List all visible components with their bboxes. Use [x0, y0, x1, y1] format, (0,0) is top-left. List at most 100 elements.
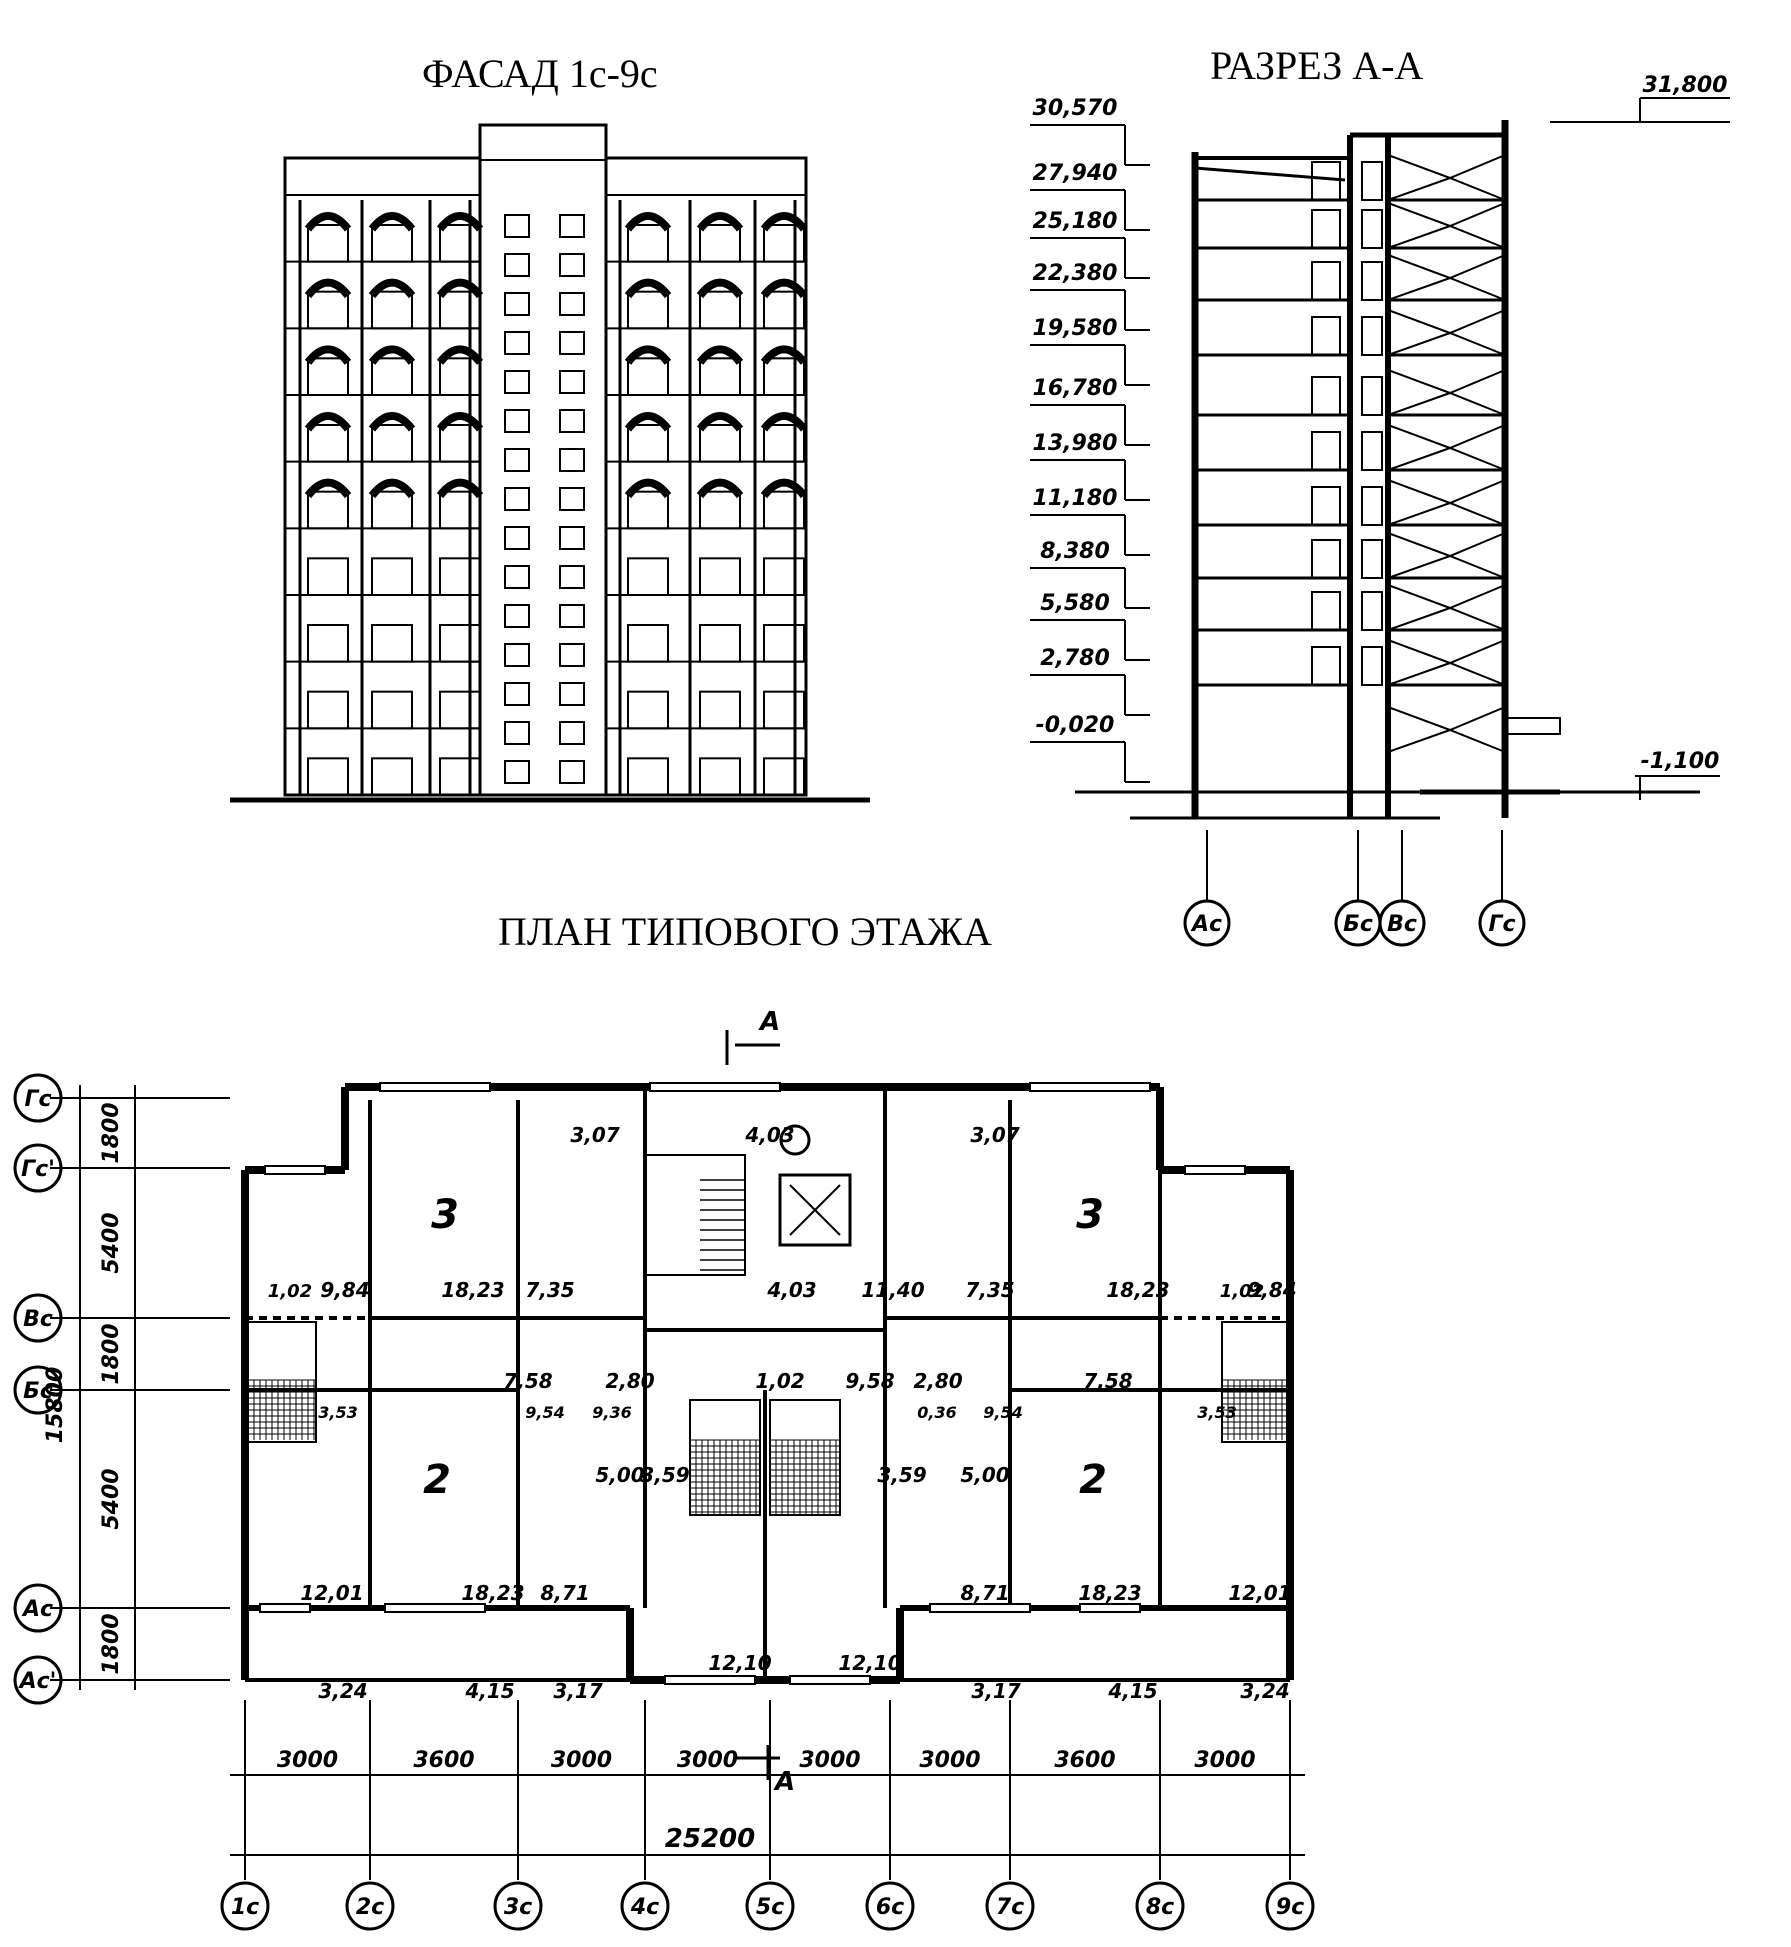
section-axis-3-label: Гс	[1488, 912, 1515, 937]
facade-tower-window	[559, 214, 585, 238]
plan-col-axis-3	[620, 1881, 670, 1931]
plan-area-label: 9,36	[592, 1403, 631, 1422]
plan-total-depth: 15800	[43, 1367, 68, 1444]
facade-arch	[760, 478, 808, 499]
facade-arch	[624, 278, 672, 299]
section-stair-flight	[1387, 424, 1506, 450]
facade-arch	[436, 412, 484, 432]
plan-window	[379, 1082, 491, 1092]
section-door	[1361, 161, 1383, 201]
section-elevation-label: 16,780	[1033, 376, 1118, 401]
facade-arch	[696, 412, 744, 432]
plan-row-dim: 5400	[99, 1212, 124, 1273]
facade-arch	[696, 278, 744, 299]
section-axis-1-label: Бс	[1343, 912, 1373, 937]
facade-window	[371, 224, 413, 263]
facade-window	[763, 757, 805, 796]
section-door	[1361, 376, 1383, 416]
section-stair-flight	[1387, 369, 1506, 395]
section-stair-flight	[1387, 276, 1506, 301]
plan-room-number: 3	[1076, 1192, 1104, 1238]
section-elevation-label: -0,020	[1036, 713, 1115, 738]
plan-area-label: 2,80	[605, 1369, 654, 1393]
facade-window	[307, 424, 349, 463]
facade-tower-window	[504, 331, 530, 355]
plan-col-axis-7	[1135, 1881, 1185, 1931]
plan-row-axis-0-label: Гс	[24, 1087, 51, 1112]
plan-col-axis-0-label: 1с	[231, 1895, 259, 1920]
facade-arch	[304, 345, 352, 365]
plan-row-axis-4-label: Ас	[21, 1597, 53, 1622]
section-door	[1361, 646, 1383, 686]
facade-tower-window	[559, 253, 585, 277]
facade-window	[439, 224, 481, 263]
facade-window	[627, 490, 669, 530]
section-door	[1311, 261, 1341, 301]
facade-arch	[436, 345, 484, 365]
plan-col-dim: 3000	[799, 1748, 860, 1773]
facade-window	[307, 624, 349, 663]
facade-window	[371, 757, 413, 796]
section-door	[1361, 316, 1383, 356]
section-door	[1361, 486, 1383, 526]
section-elevation-label: 27,940	[1033, 161, 1118, 186]
plan-row-axis-3-label: Бс	[23, 1379, 53, 1404]
facade-tower-window	[559, 760, 585, 784]
section-axis-0	[1183, 899, 1231, 947]
plan-area-label: 4,15	[1107, 1679, 1157, 1703]
facade-window	[307, 357, 349, 397]
plan-row-axis-4	[13, 1583, 63, 1633]
plan-row-dim: 1800	[99, 1323, 124, 1384]
facade-window	[371, 490, 413, 530]
section-stair-flight	[1387, 176, 1506, 201]
facade-window	[439, 290, 481, 330]
section-stair-flight	[1387, 606, 1506, 631]
plan-chute	[779, 1124, 811, 1156]
facade-window	[627, 690, 669, 730]
facade-window	[763, 424, 805, 463]
facade-window	[627, 424, 669, 463]
plan-area-label: 18,23	[1106, 1278, 1169, 1302]
section-elevation-label: 25,180	[1033, 209, 1118, 234]
plan-col-axis-1	[345, 1881, 395, 1931]
facade-tower-window	[559, 370, 585, 394]
facade-right-wing	[604, 156, 808, 797]
facade-arch	[624, 412, 672, 432]
facade-window	[627, 557, 669, 596]
facade-arch	[436, 212, 484, 232]
plan-total-length: 25200	[665, 1824, 755, 1854]
facade-tower-window	[504, 292, 530, 316]
facade-tower-window	[504, 487, 530, 511]
facade-title: ФАСАД 1с-9с	[422, 51, 658, 96]
facade-window	[439, 690, 481, 730]
section-door	[1311, 646, 1341, 686]
section-door	[1311, 539, 1341, 579]
plan-window	[664, 1675, 756, 1685]
plan-row-dim: 1800	[99, 1613, 124, 1674]
plan-window	[264, 1165, 326, 1175]
plan-row-axis-3	[13, 1365, 63, 1415]
plan-window	[259, 1603, 311, 1613]
section-stair-flight	[1387, 639, 1506, 665]
plan-area-label: 12,10	[838, 1651, 901, 1675]
facade-window	[699, 690, 741, 730]
facade-window	[371, 424, 413, 463]
facade-arch	[304, 412, 352, 432]
plan-area-label: 1,02	[755, 1369, 804, 1393]
plan-col-dim: 3600	[1054, 1748, 1115, 1773]
plan-window	[649, 1082, 781, 1092]
section-axis-0-label: Ас	[1190, 912, 1222, 937]
plan-section-mark-top: А	[758, 1007, 780, 1037]
plan-col-axis-3-label: 4с	[630, 1895, 659, 1920]
plan-window	[1079, 1603, 1141, 1613]
facade-window	[763, 557, 805, 596]
facade-window	[627, 624, 669, 663]
facade-tower-window	[504, 214, 530, 238]
section-door	[1311, 486, 1341, 526]
plan-area-label: 12,01	[300, 1581, 363, 1605]
section-door	[1361, 539, 1383, 579]
plan-row-axis-2-label: Вс	[23, 1307, 53, 1332]
plan-col-dim: 3000	[277, 1748, 338, 1773]
section-elevation-label: 11,180	[1033, 486, 1118, 511]
section-door	[1361, 431, 1383, 471]
